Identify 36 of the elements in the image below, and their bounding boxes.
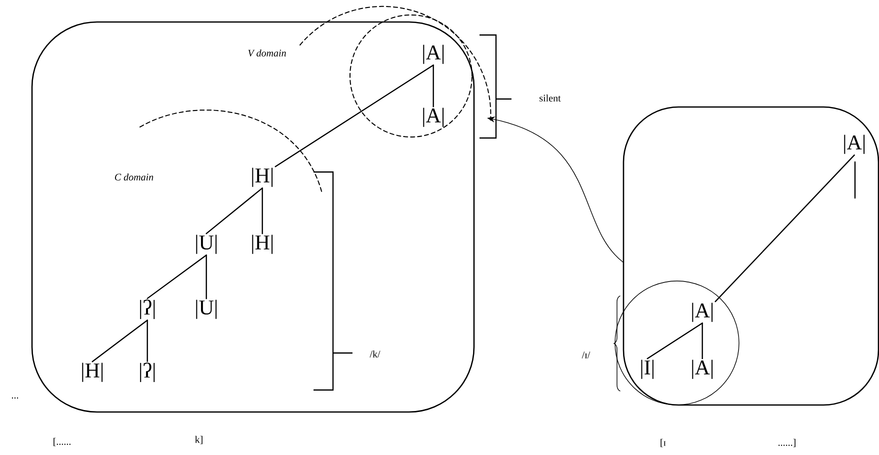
branch-line xyxy=(146,254,207,300)
feature-label: |H| xyxy=(82,362,103,382)
branch-line xyxy=(206,188,263,234)
feature-label: |ʔ| xyxy=(140,300,155,320)
feature-label: |U| xyxy=(196,300,217,319)
text-label: ......] xyxy=(778,438,796,448)
text-label: C domain xyxy=(115,173,154,181)
feature-label: |A| xyxy=(423,44,444,64)
feature-label: |A| xyxy=(844,134,865,154)
text-label: /k/ xyxy=(370,350,380,358)
branch-line xyxy=(646,322,703,360)
text-label: ... xyxy=(12,397,18,399)
branch-line xyxy=(702,322,703,360)
feature-label: |H| xyxy=(252,168,273,187)
branch-line xyxy=(714,154,855,302)
branch-line xyxy=(262,188,263,234)
text-label: V domain xyxy=(248,49,286,57)
branch-line xyxy=(432,64,434,108)
text-label: [ɪ xyxy=(660,438,666,448)
text-label: k] xyxy=(195,436,202,444)
feature-label: |H| xyxy=(252,234,273,254)
feature-label: |U| xyxy=(196,234,217,254)
feature-label: |I| xyxy=(641,360,654,379)
branch-line xyxy=(146,320,148,362)
segment-box xyxy=(31,21,475,413)
text-label: [...... xyxy=(54,438,70,446)
feature-label: |ʔ| xyxy=(140,362,155,382)
feature-label: |A| xyxy=(692,302,713,322)
text-label: /ɪ/ xyxy=(582,352,590,358)
feature-label: |A| xyxy=(692,360,713,379)
segment-box xyxy=(622,106,879,406)
text-label: silent xyxy=(540,94,561,102)
branch-line xyxy=(92,320,148,362)
branch-line xyxy=(274,64,434,168)
branch-line xyxy=(206,254,207,300)
feature-label: |A| xyxy=(423,108,444,127)
